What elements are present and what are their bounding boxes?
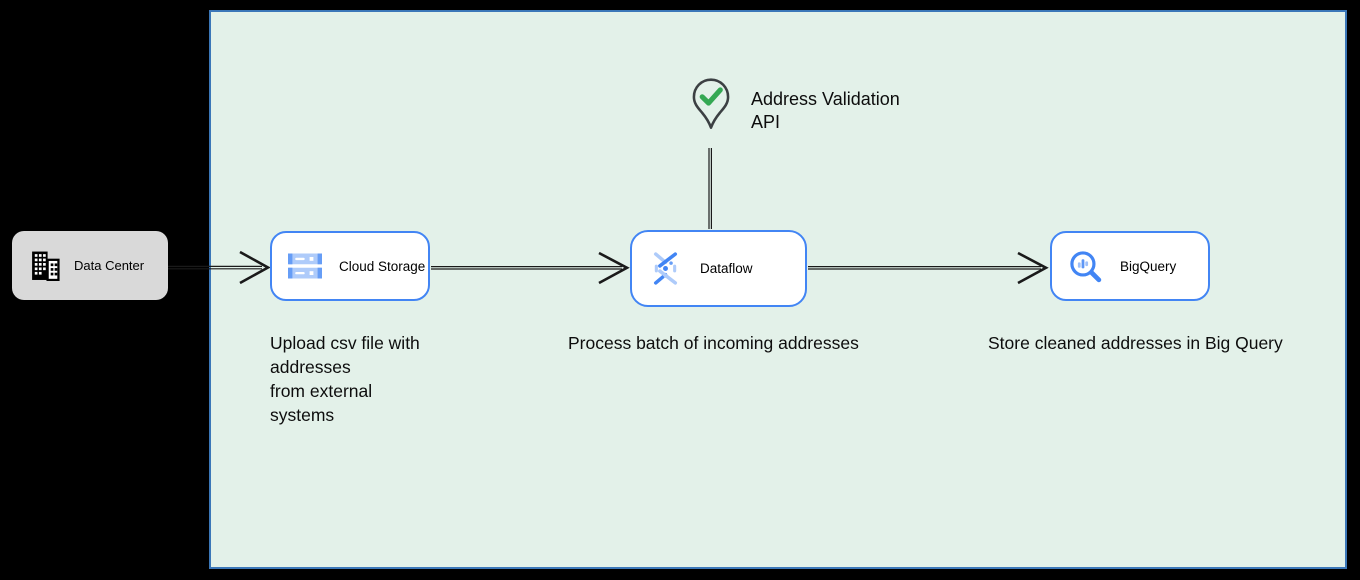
annotation-line1: Address Validation xyxy=(751,89,900,109)
storage-bars-icon xyxy=(288,253,322,280)
node-label: Data Center xyxy=(74,258,145,273)
caption-process: Process batch of incoming addresses xyxy=(568,333,859,353)
annotation-line2: API xyxy=(751,112,781,132)
node-label: Dataflow xyxy=(700,261,753,276)
caption-line: systems xyxy=(270,405,335,425)
caption-line: from external xyxy=(270,381,373,401)
caption-line: Upload csv file with xyxy=(270,333,420,353)
node-dataflow[interactable]: Dataflow xyxy=(630,230,807,307)
node-label: BigQuery xyxy=(1120,258,1177,274)
dataflow-icon xyxy=(648,251,683,286)
caption-store: Store cleaned addresses in Big Query xyxy=(988,333,1283,353)
annotation-label: Address Validation API xyxy=(751,88,900,134)
map-pin-check-icon xyxy=(689,77,733,138)
node-label: Cloud Storage xyxy=(339,258,426,274)
magnifier-chart-icon xyxy=(1068,249,1103,284)
node-cloud-storage[interactable]: Cloud Storage xyxy=(270,231,430,301)
node-data-center[interactable]: Data Center xyxy=(12,231,168,300)
caption-upload: Upload csv file with addresses from exte… xyxy=(270,331,420,427)
building-icon xyxy=(29,250,60,281)
node-bigquery[interactable]: BigQuery xyxy=(1050,231,1210,301)
caption-line: addresses xyxy=(270,357,351,377)
